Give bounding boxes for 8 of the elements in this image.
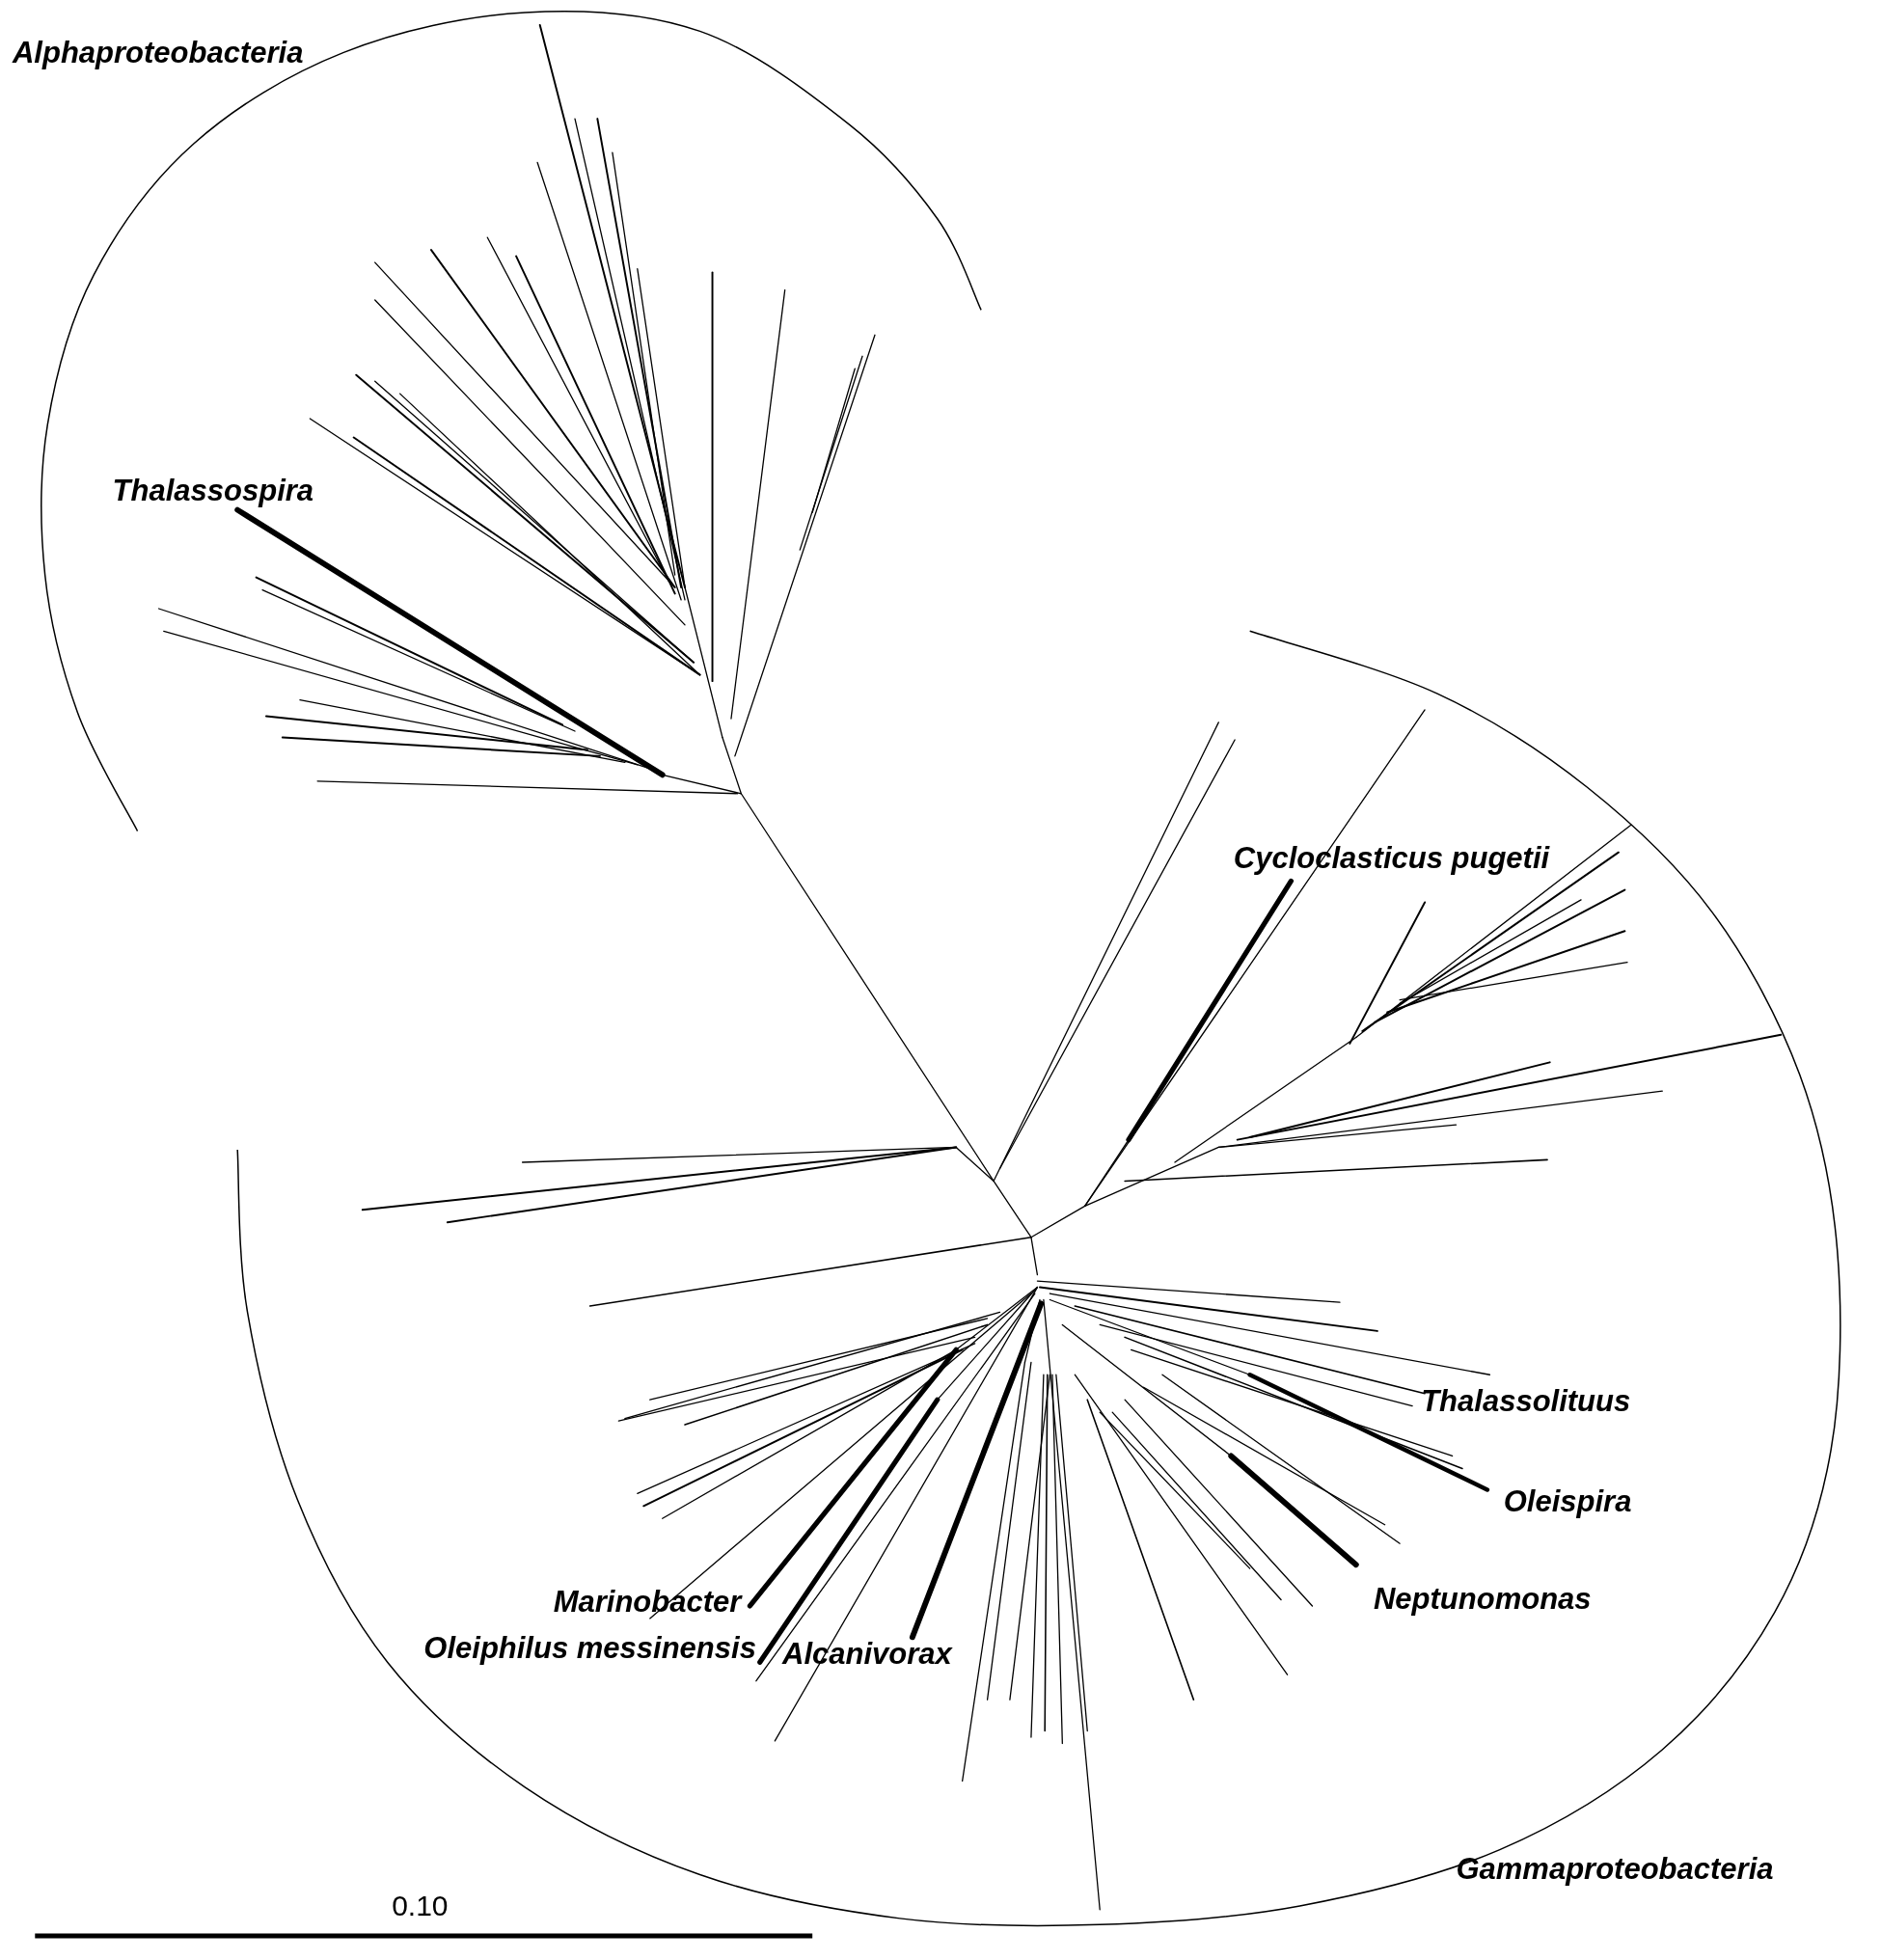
taxon-label: Neptunomonas (1373, 1583, 1592, 1614)
taxon-label: Thalassospira (112, 475, 314, 505)
taxon-label: Thalassolituus (1421, 1385, 1631, 1416)
taxon-label: Oleispira (1503, 1485, 1632, 1516)
scale-value-label: 0.10 (392, 1891, 449, 1920)
clade-label: Gammaproteobacteria (1456, 1853, 1774, 1884)
taxon-label: Oleiphilus messinensis (423, 1632, 756, 1663)
clade-label: Alphaproteobacteria (12, 37, 304, 68)
